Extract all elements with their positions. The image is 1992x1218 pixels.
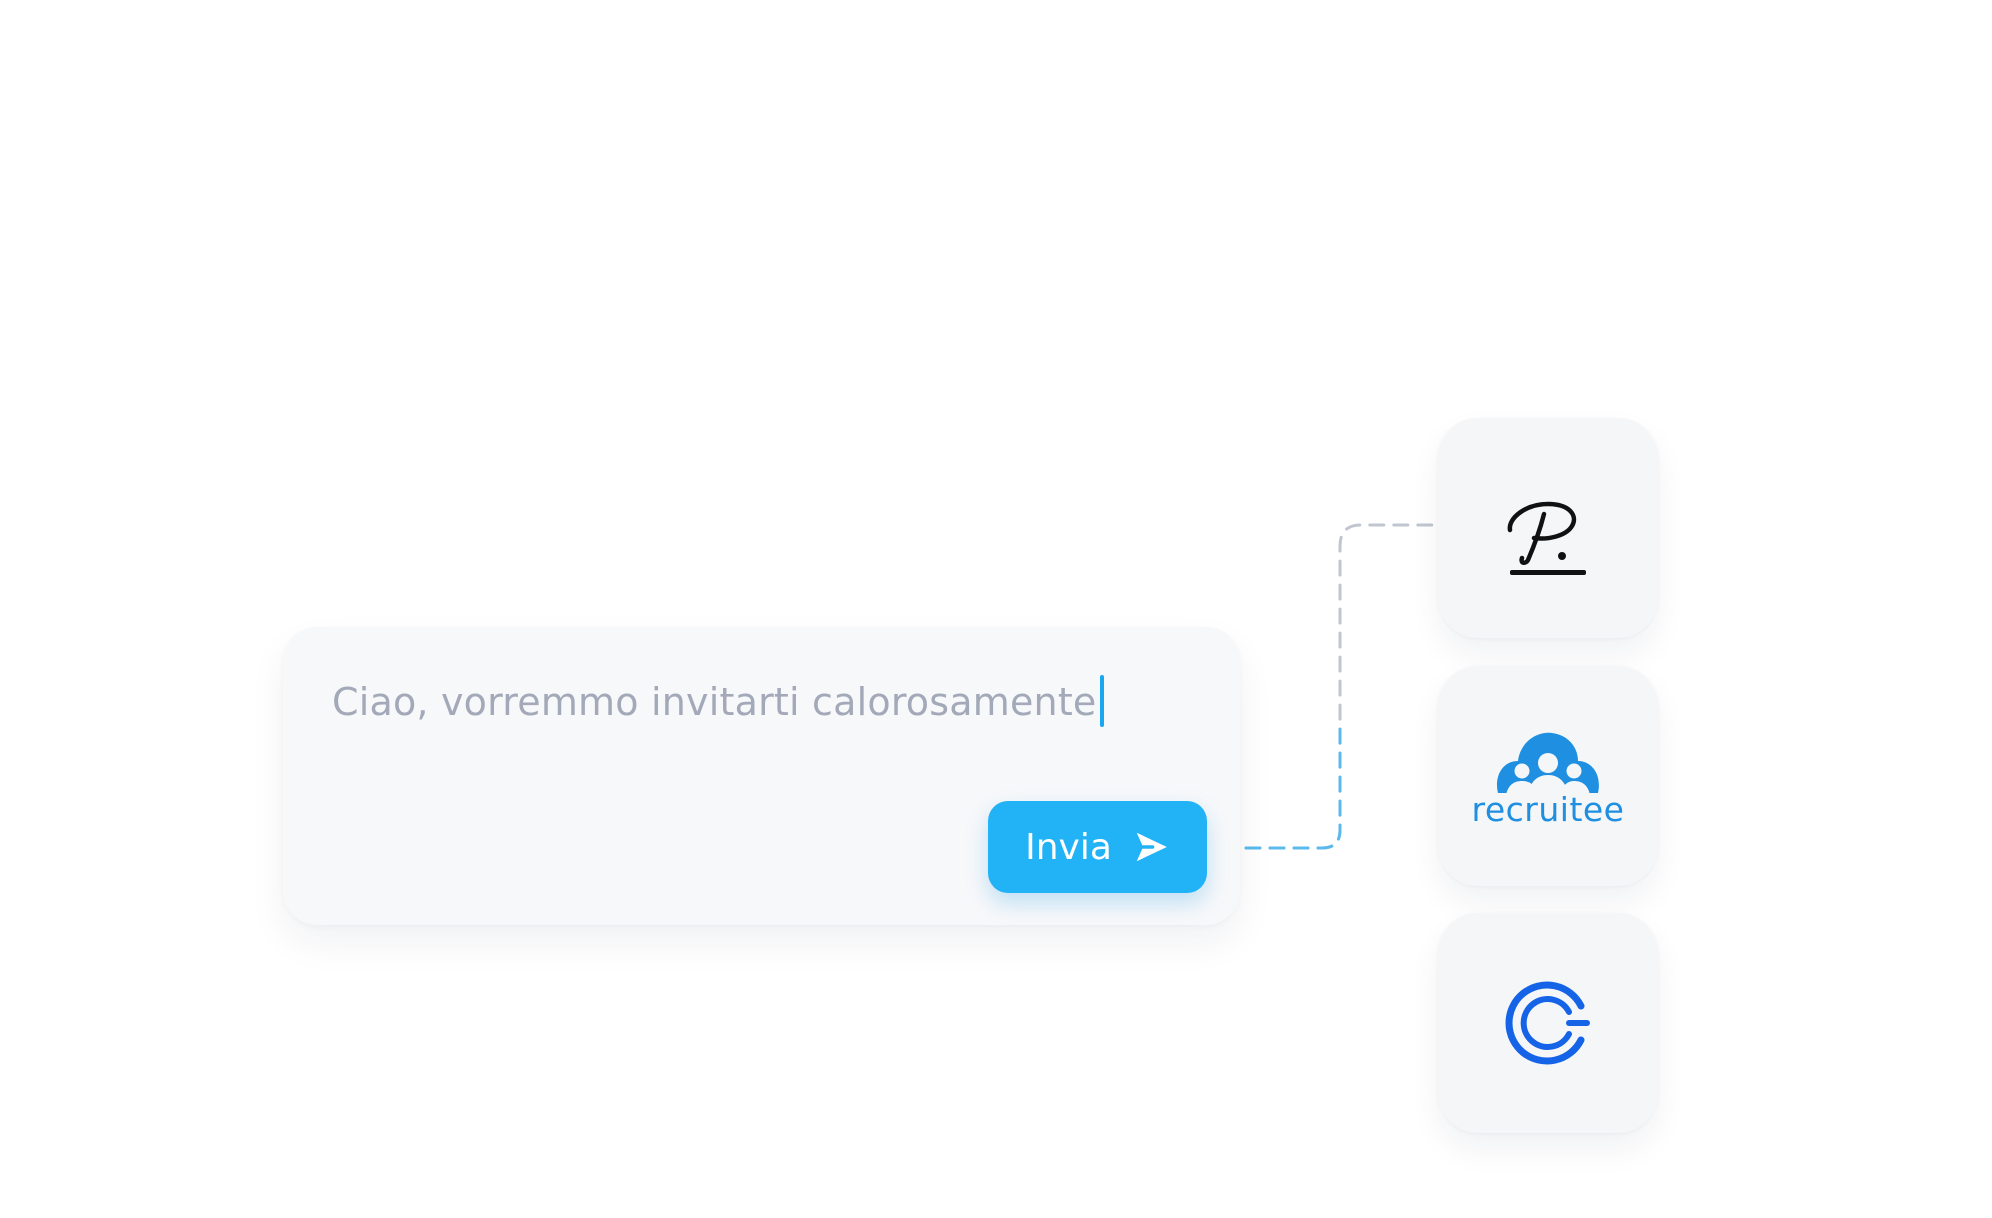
message-composer[interactable]: Ciao, vorremmo invitarti calorosamente I…: [283, 627, 1240, 925]
message-text: Ciao, vorremmo invitarti calorosamente: [332, 680, 1097, 724]
send-button[interactable]: Invia: [988, 801, 1207, 893]
integration-tile-signature[interactable]: [1438, 418, 1658, 638]
recruitee-wordmark: recruitee: [1471, 789, 1625, 829]
integration-tile-recruitee[interactable]: recruitee: [1438, 666, 1658, 886]
integration-tile-calendly[interactable]: [1438, 913, 1658, 1133]
send-button-label: Invia: [1025, 826, 1112, 868]
message-input[interactable]: Ciao, vorremmo invitarti calorosamente: [332, 675, 1104, 727]
signature-p-icon: [1507, 501, 1586, 575]
calendly-c-icon: [1505, 981, 1590, 1065]
recruitee-logo: recruitee: [1472, 727, 1625, 826]
send-icon: [1136, 832, 1167, 862]
recruitee-cloud-icon: [1496, 732, 1599, 795]
text-caret: [1099, 675, 1104, 727]
